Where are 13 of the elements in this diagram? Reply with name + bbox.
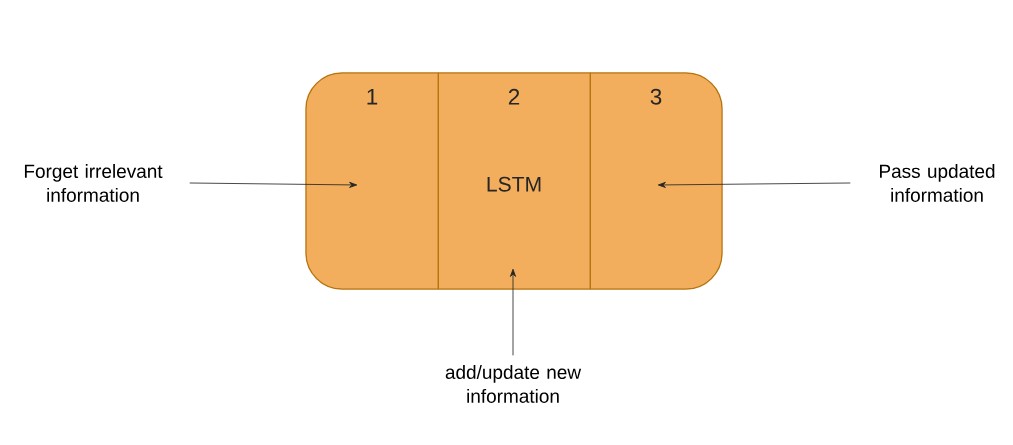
node-label: LSTM	[487, 176, 541, 192]
box-section: 2 LSTM	[438, 73, 590, 289]
box-section: 3	[590, 73, 722, 289]
text-label: add/update new information	[445, 365, 582, 403]
node-label: 3	[650, 88, 662, 105]
node-label: 1	[367, 88, 378, 105]
arrow	[657, 181, 851, 188]
node-label: 2	[508, 88, 520, 105]
text-label: Pass updated information	[880, 164, 995, 202]
arrow	[189, 181, 358, 188]
arrow	[510, 268, 516, 356]
text-label: Forget irrelevant information	[24, 164, 163, 202]
box-section: 1	[306, 73, 438, 289]
